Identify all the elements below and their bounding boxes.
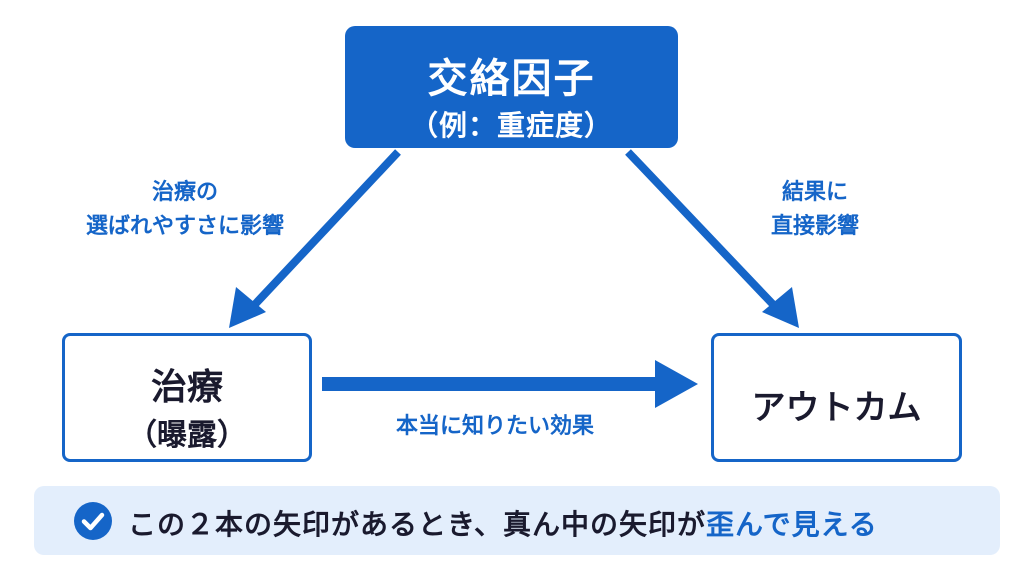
edge-label-confounder-outcome: 結果に 直接影響 <box>735 176 895 244</box>
confounder-node: 交絡因子 （例：重症度） <box>345 26 678 148</box>
summary-banner <box>34 486 1000 555</box>
check-circle-icon <box>74 502 112 540</box>
outcome-title: アウトカム <box>751 388 922 428</box>
arrow-treatment-to-outcome <box>322 377 662 391</box>
treatment-node: 治療 （曝露） <box>62 333 312 462</box>
confounder-title: 交絡因子 <box>427 56 596 102</box>
edge-label-line1: 治療の <box>151 180 218 205</box>
edge-label-treatment-outcome: 本当に知りたい効果 <box>395 414 594 439</box>
summary-text-highlight: 歪んで見える <box>706 508 878 541</box>
edge-label-confounder-treatment: 治療の 選ばれやすさに影響 <box>60 176 310 244</box>
summary-text-main: この２本の矢印があるとき、真ん中の矢印が <box>128 508 707 541</box>
arrowhead-confounder-to-treatment <box>229 287 266 328</box>
edge-label-line2: 直接影響 <box>770 214 859 239</box>
treatment-title: 治療 <box>150 367 223 408</box>
confounder-subtitle: （例：重症度） <box>409 109 613 142</box>
edge-label-line1: 結果に <box>781 180 848 205</box>
arrow-confounder-to-treatment <box>241 149 401 319</box>
summary-text: この２本の矢印があるとき、真ん中の矢印が歪んで見える <box>128 503 878 543</box>
treatment-subtitle: （曝露） <box>127 418 247 453</box>
arrow-confounder-to-outcome <box>625 149 787 319</box>
arrowhead-treatment-to-outcome <box>655 360 698 408</box>
arrowhead-confounder-to-outcome <box>762 287 799 328</box>
outcome-node: アウトカム <box>711 333 962 462</box>
edge-label-line2: 選ばれやすさに影響 <box>85 214 284 239</box>
